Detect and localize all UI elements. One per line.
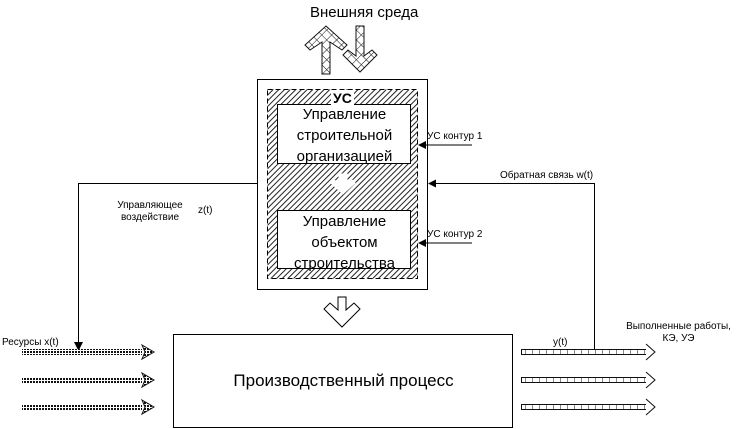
lower-block-text: Управление объектом строительства xyxy=(278,211,411,274)
contour-1-arrowhead-icon xyxy=(418,141,426,149)
control-action-arrowhead-icon xyxy=(74,342,83,351)
production-process-label: Производственный процесс xyxy=(233,371,454,390)
output-label: Выполненные работы, КЭ, УЭ xyxy=(616,321,741,345)
upper-block-line-2: строительной xyxy=(296,127,393,144)
upper-block-text: Управление строительной организацией xyxy=(278,104,411,167)
production-process-box xyxy=(173,334,513,428)
environment-up-arrow-icon xyxy=(304,25,348,75)
resource-arrow-3 xyxy=(22,398,155,416)
output-arrow-2 xyxy=(521,371,656,389)
resources-label: Ресурсы x(t) xyxy=(2,337,59,348)
upper-management-box xyxy=(277,104,411,164)
control-action-symbol: z(t) xyxy=(198,205,213,216)
process-down-arrow-icon xyxy=(323,296,361,328)
lower-block-line-1: Управление xyxy=(302,213,387,230)
resource-arrow-1 xyxy=(22,343,155,361)
contour-2-arrowhead-icon xyxy=(418,239,426,247)
control-action-line-1: Управляющее xyxy=(117,200,183,211)
control-system-label: УС xyxy=(331,90,354,106)
feedback-line xyxy=(432,183,595,352)
control-action-line xyxy=(78,183,257,343)
resource-arrow-2 xyxy=(22,371,155,389)
contour-2-label: УС контур 2 xyxy=(427,229,483,240)
output-arrow-3 xyxy=(521,398,656,416)
environment-down-arrow-icon xyxy=(342,25,378,73)
environment-label: Внешняя среда xyxy=(310,4,419,21)
control-action-line-2: воздействие xyxy=(120,212,180,223)
contour-1-label: УС контур 1 xyxy=(427,131,483,142)
lower-block-line-2: объектом xyxy=(311,234,378,251)
output-label-line-2: КЭ, УЭ xyxy=(662,333,695,344)
feedback-label: Обратная связь w(t) xyxy=(500,170,594,181)
lower-block-line-3: строительства xyxy=(293,255,396,272)
output-symbol: y(t) xyxy=(553,337,568,348)
lower-management-box xyxy=(277,210,411,269)
inner-down-arrow-icon xyxy=(330,173,356,195)
feedback-arrowhead-icon xyxy=(428,179,436,188)
upper-block-line-3: организацией xyxy=(296,148,393,165)
upper-block-line-1: Управление xyxy=(302,106,387,123)
control-action-label: Управляющее воздействие xyxy=(110,200,190,224)
output-label-line-1: Выполненные работы, xyxy=(626,321,731,332)
output-arrow-1 xyxy=(521,343,656,361)
